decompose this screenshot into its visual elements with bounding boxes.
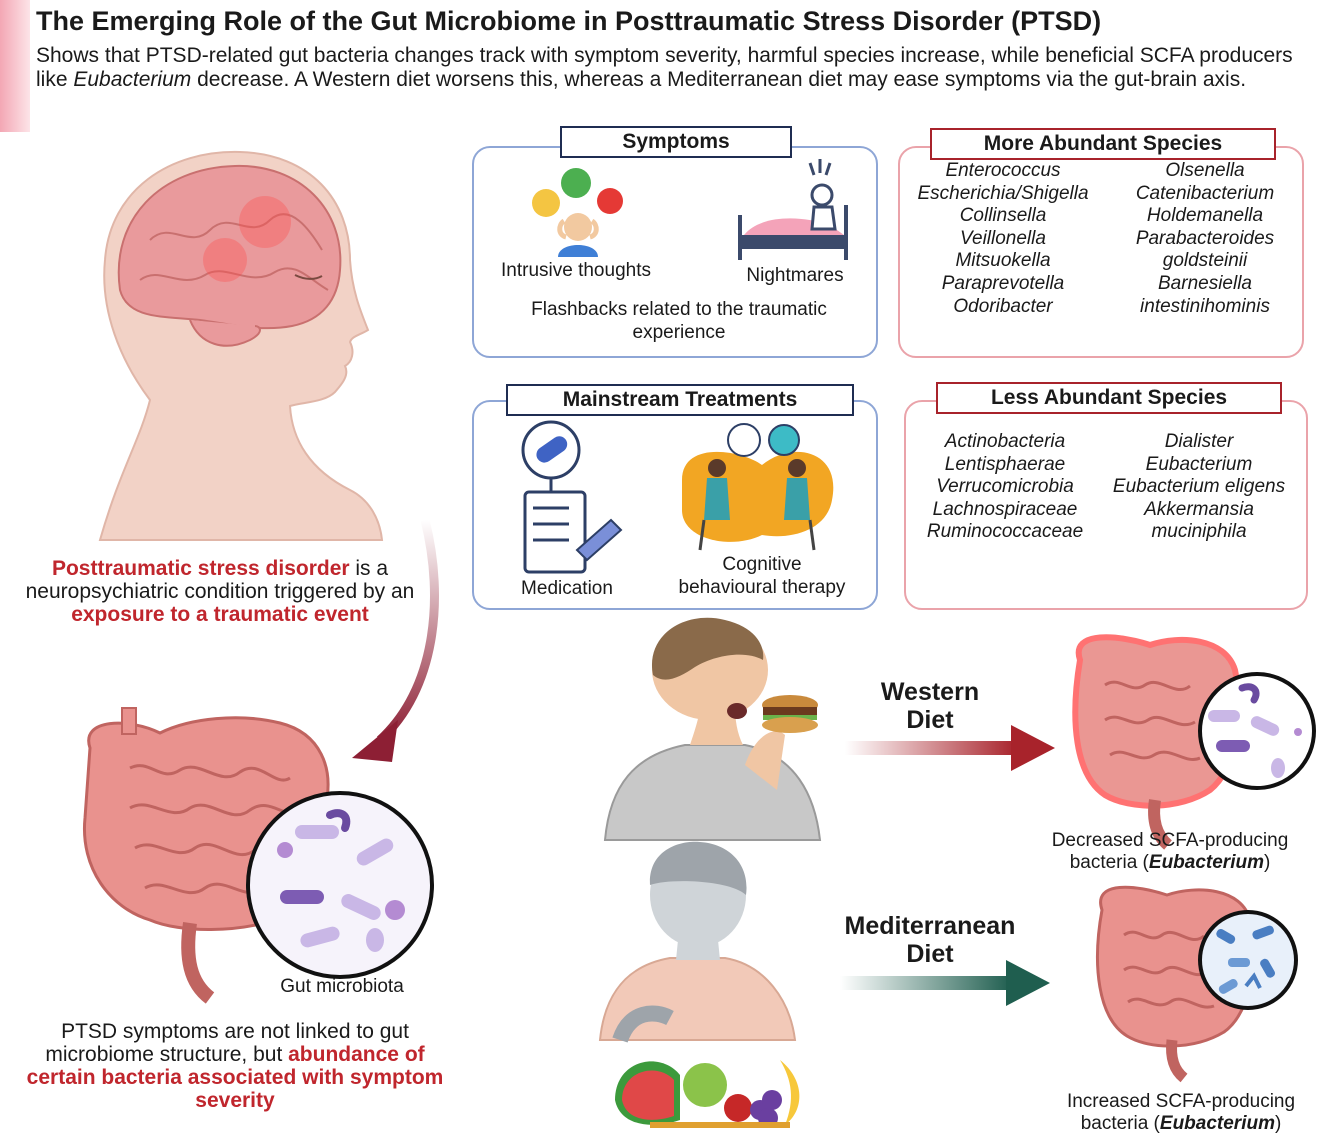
species-item: goldsteinii (1162, 250, 1248, 272)
species-item: Barnesiella (1158, 272, 1252, 294)
species-item: Actinobacteria (944, 431, 1066, 452)
species-item: Olsenella (1165, 160, 1245, 181)
nightmares-label: Nightmares (746, 265, 844, 286)
species-item: intestinihominis (1140, 295, 1270, 317)
species-item: Mitsuokella (955, 250, 1051, 272)
more-abundant-box (898, 146, 1304, 358)
mediterranean-microbiota-zoom-circle (1198, 910, 1298, 1010)
species-item: Collinsella (959, 205, 1047, 227)
more-abundant-heading: More Abundant Species (930, 128, 1276, 160)
mediterranean-diet-arrow (840, 960, 1050, 1006)
species-item: Eubacterium (1145, 453, 1253, 475)
title-accent-bar (0, 0, 30, 132)
page-title: The Emerging Role of the Gut Microbiome … (36, 6, 1102, 36)
medication-icon (521, 420, 623, 574)
gut-microbiota-zoom-circle (246, 791, 434, 979)
species-item: Escherichia/Shigella (917, 182, 1089, 204)
symptoms-heading: Symptoms (560, 126, 792, 158)
more-abundant-right-list: Olsenella Catenibacterium Holdemanella P… (1100, 160, 1310, 318)
species-item: Verrucomicrobia (936, 476, 1074, 498)
species-item: Parabacteroides (1135, 227, 1275, 249)
fruits-and-vegetables-illustration (615, 1060, 800, 1128)
person-eating-vegetables-illustration (598, 841, 797, 1044)
more-abundant-left-list: Enterococcus Escherichia/Shigella Collin… (900, 160, 1106, 318)
species-item: Ruminococcaceae (926, 521, 1084, 543)
species-item: Catenibacterium (1135, 182, 1275, 204)
species-item: Veillonella (960, 227, 1046, 249)
intrusive-thoughts-icon (532, 168, 623, 257)
less-abundant-heading: Less Abundant Species (936, 382, 1282, 414)
treatments-heading: Mainstream Treatments (506, 384, 854, 416)
intrusive-thoughts-label: Intrusive thoughts (501, 260, 651, 281)
less-abundant-left-list: Actinobacteria Lentisphaerae Verrucomicr… (906, 431, 1104, 544)
species-item: Dialister (1164, 431, 1234, 452)
head-brain-illustration (98, 150, 384, 541)
species-item: Holdemanella (1146, 205, 1264, 227)
head-to-gut-arrow (352, 518, 440, 762)
page-subtitle: Shows that PTSD-related gut bacteria cha… (36, 44, 1293, 91)
species-item: Enterococcus (945, 160, 1061, 181)
ptsd-description: Posttraumatic stress disorder is a neuro… (25, 557, 415, 626)
person-eating-burger-illustration (603, 617, 822, 841)
medication-label: Medication (521, 578, 613, 599)
western-diet-arrow (845, 725, 1055, 771)
species-item: Lentisphaerae (944, 453, 1066, 475)
nightmares-icon (738, 159, 848, 260)
cbt-icon (682, 423, 834, 551)
less-abundant-box (904, 400, 1308, 610)
conclusion-text: PTSD symptoms are not linked to gut micr… (26, 1020, 444, 1112)
western-microbiota-zoom-circle (1198, 672, 1316, 790)
gut-microbiota-label: Gut microbiota (280, 976, 404, 997)
less-abundant-right-list: Dialister Eubacterium Eubacterium eligen… (1098, 431, 1300, 544)
species-item: Lachnospiraceae (932, 498, 1078, 520)
species-item: Eubacterium eligens (1112, 476, 1286, 498)
species-item: muciniphila (1151, 521, 1247, 543)
species-item: Akkermansia (1144, 498, 1254, 520)
species-item: Paraprevotella (941, 272, 1065, 294)
species-item: Odoribacter (953, 295, 1053, 317)
